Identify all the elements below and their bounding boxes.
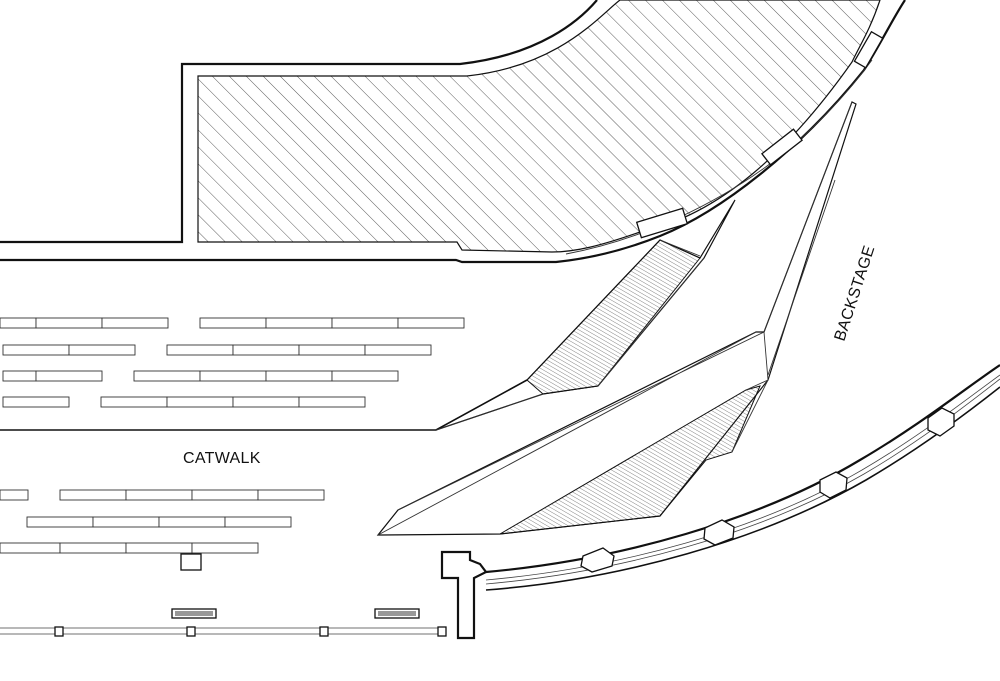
runway-main-lines — [377, 101, 853, 536]
lower-pier-4 — [927, 407, 955, 437]
outer-wall-north — [0, 0, 598, 244]
control-booth — [180, 553, 202, 571]
upper-pier-1 — [635, 207, 689, 239]
lower-pier-2 — [703, 519, 735, 546]
seating-block-lower — [0, 489, 325, 554]
lower-pier-1 — [580, 547, 615, 573]
entry-corner-wall — [440, 550, 488, 640]
seating-block-upper — [0, 317, 465, 408]
south-glazing — [0, 627, 440, 635]
backstage-label: BACKSTAGE — [832, 244, 879, 344]
runway-upper-body — [435, 199, 736, 431]
floor-vent-left-inner — [175, 611, 213, 616]
lower-pier-3 — [819, 471, 848, 499]
lower-facade-outer-2 — [485, 386, 1000, 591]
hatched-zone-upper — [197, 0, 881, 253]
south-mullion-1 — [54, 626, 64, 637]
catwalk-label: CATWALK — [183, 450, 261, 467]
upper-pier-2 — [761, 128, 803, 166]
runway-upper-edge — [435, 239, 705, 431]
runway-main-inner — [767, 179, 836, 376]
south-mullion-2 — [186, 626, 196, 637]
south-mullion-4 — [437, 626, 447, 637]
upper-pier-3 — [853, 30, 884, 69]
south-mullion-3 — [319, 626, 329, 637]
floor-vent-right-inner — [378, 611, 416, 616]
